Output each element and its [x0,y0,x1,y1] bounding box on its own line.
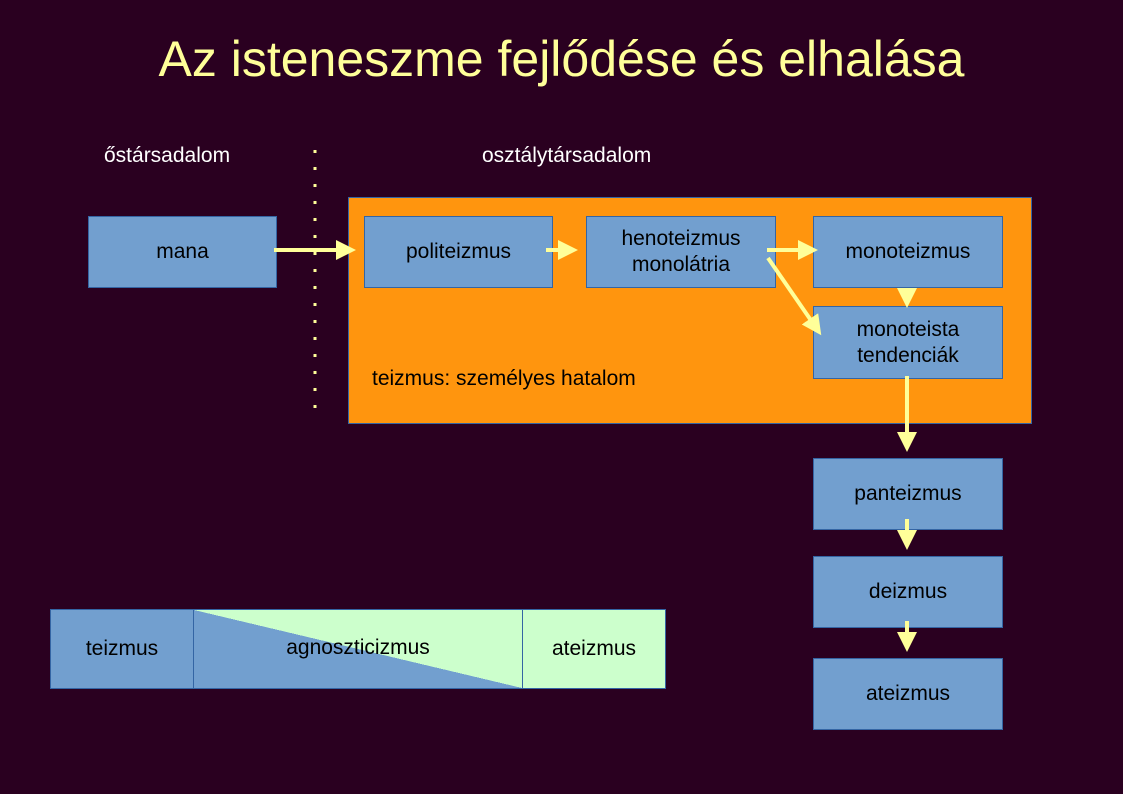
label-class-society: osztálytársadalom [482,144,652,167]
page-title: Az isteneszme fejlődése és elhalása [158,31,965,87]
node-label: monolátria [631,253,731,276]
spectrum-ateizmus: ateizmus [522,609,666,689]
node-mana: mana [88,216,277,288]
node-label: mana [156,240,209,263]
node-label: monoteizmus [845,240,971,263]
node-panteizmus: panteizmus [813,458,1003,530]
spectrum-label: teizmus [85,637,159,660]
theism-note: teizmus: személyes hatalom [372,367,636,390]
node-ateizmus: ateizmus [813,658,1003,730]
node-label: monoteista [856,317,960,341]
node-label: panteizmus [854,482,962,505]
node-label: deizmus [868,580,948,603]
node-label: tendenciák [857,343,959,367]
node-label: ateizmus [865,682,951,705]
spectrum-label: agnoszticizmus [286,636,430,659]
spectrum-label: ateizmus [551,637,637,660]
node-label: politeizmus [405,240,512,263]
label-primitive-society: őstársadalom [104,144,231,167]
node-label: henoteizmus [621,227,741,250]
spectrum-teizmus: teizmus [50,609,194,689]
arrow-henoteizmus-tendenciak [766,256,822,336]
node-henoteizmus: henoteizmus monolátria [586,216,776,288]
node-deizmus: deizmus [813,556,1003,628]
spectrum-agnoszticizmus: agnoszticizmus [193,609,523,689]
node-monoteizmus: monoteizmus [813,216,1003,288]
